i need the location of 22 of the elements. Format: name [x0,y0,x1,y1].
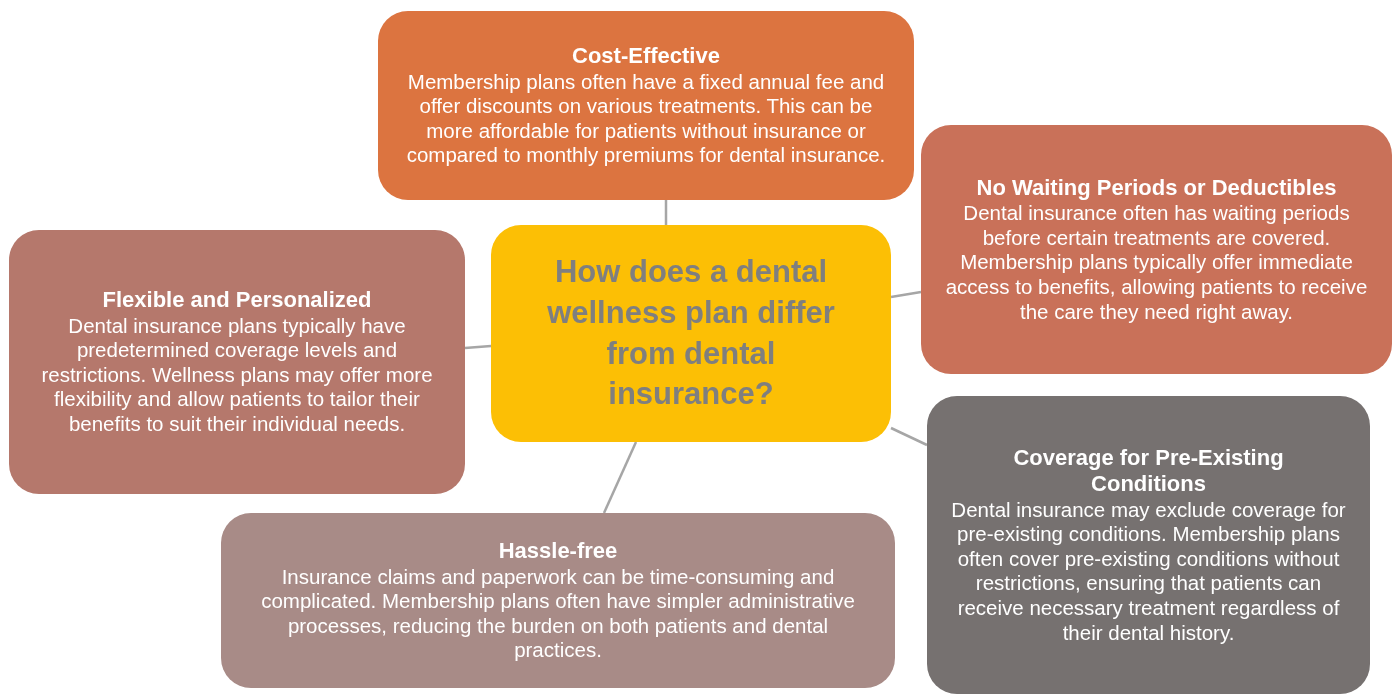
card-heading: Flexible and Personalized [102,287,372,314]
central-topic-box [491,225,891,442]
connector-line [890,426,928,447]
card-description: Membership plans often have a fixed annual fee and offer discounts on various treatments. This can be more affordable for patients without insurance or compared to monthly premiums for dental insurance. [405,69,887,168]
topic-card [921,125,1392,374]
topic-card [221,513,895,688]
topic-card [927,396,1370,694]
card-description: Dental insurance may exclude coverage for pre-existing conditions. Membership plans often cover pre-existing conditions without restrictions, ensuring that patients can receive necessary treatment regardless of their dental history. [950,497,1347,646]
connector-line [664,200,668,225]
card-heading: Coverage for Pre-Existing Conditions [1012,444,1285,498]
topic-card [9,230,465,494]
card-heading: Cost-Effective [572,43,720,70]
card-heading: No Waiting Periods or Deductibles [976,174,1337,202]
question-text: How does a dental wellness plan differ from dental insurance? [546,252,836,414]
card-description: Dental insurance plans typically have predetermined coverage levels and restrictions. Wellness plans may offer more flexibility and allow patients to tailor their benefits to suit their individual needs. [40,313,434,437]
card-description: Dental insurance often has waiting periods before certain treatments are covered. Membership plans typically offer immediate access to benefits, allowing patients to receive the care they need right away. [944,201,1369,325]
connector-line [890,290,922,299]
connector-line [464,344,492,350]
connector-line [602,441,638,514]
topic-card [378,11,914,200]
card-heading: Hassle-free [498,538,618,565]
card-description: Insurance claims and paperwork can be time-consuming and complicated. Membership plans often have simpler administrative processes, reducing the burden on both patients and dental practices. [260,564,856,663]
